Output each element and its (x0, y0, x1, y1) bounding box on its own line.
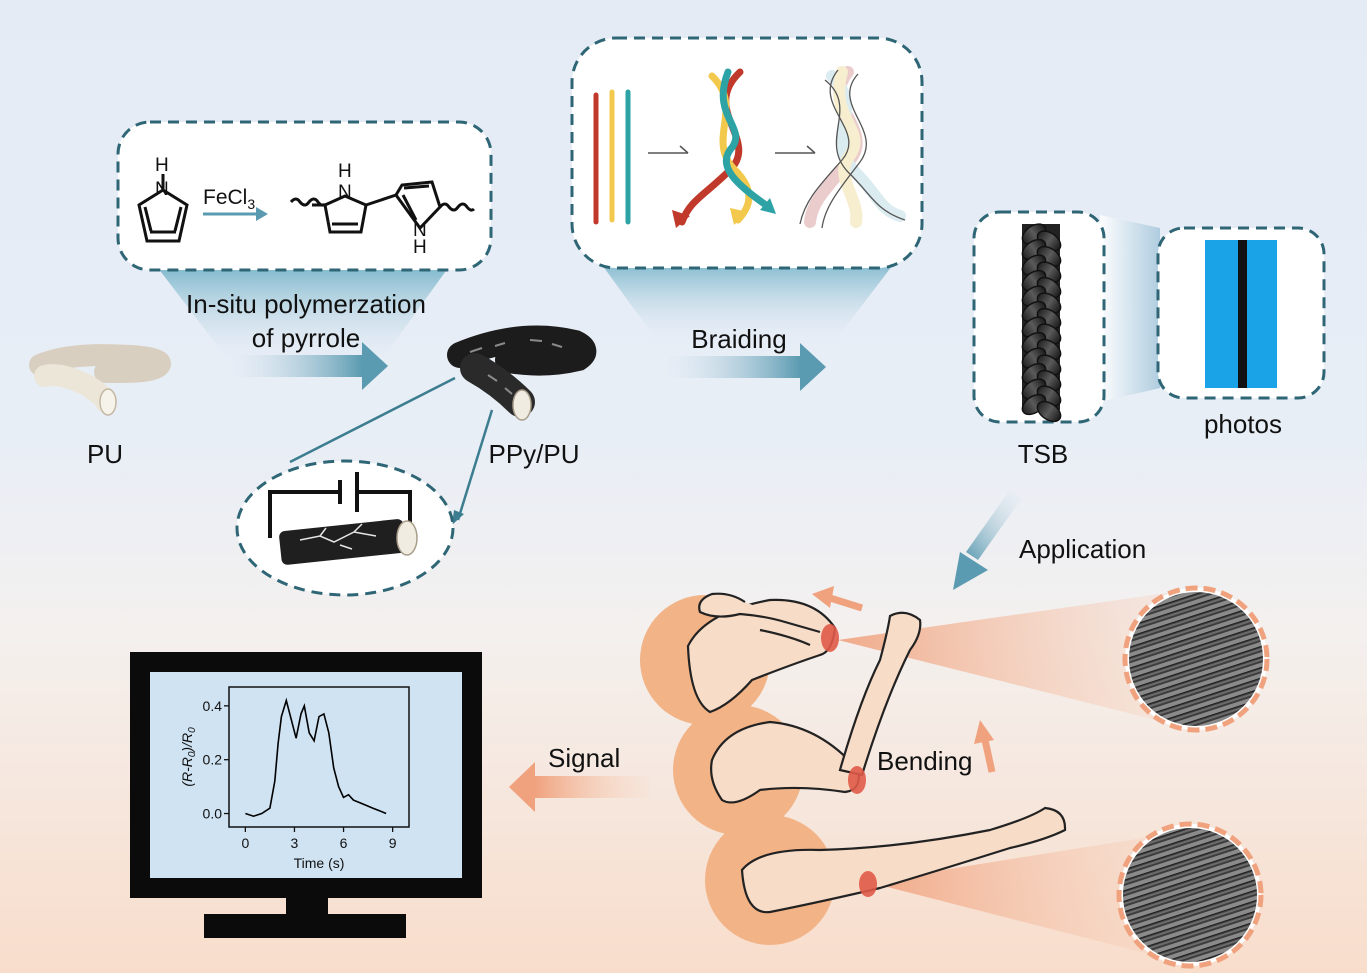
tsb-zoom-beam (1100, 215, 1160, 402)
polymer-h-atom-top: H (338, 161, 352, 182)
braiding-in-progress (672, 68, 776, 228)
chart-series-line (245, 697, 387, 818)
polypyrrole-structure (289, 180, 476, 234)
application-label: Application (1019, 534, 1147, 564)
sensor-bottom (859, 871, 877, 897)
pyrrole-monomer (137, 174, 189, 243)
chart-y-tick-label: 0.2 (203, 752, 223, 768)
polymer-h-atom-bottom: H (413, 237, 427, 258)
chart-x-tick-label: 0 (241, 835, 249, 851)
chart-plot-area (228, 686, 410, 828)
finished-braid (804, 66, 906, 228)
photos-label: photos (1203, 409, 1283, 439)
monomer-h-atom: H (155, 155, 169, 176)
chart-x-tick-label: 9 (389, 835, 397, 851)
ppy-pu-fiber (447, 325, 597, 421)
monomer-n-atom: N (155, 179, 169, 200)
application-arrow (953, 490, 1022, 590)
zoom-lines-circuit (289, 376, 494, 521)
chart-y-axis-label: (R-R0)/R0 (179, 727, 198, 787)
tsb-braid (1021, 223, 1062, 423)
arm-straight (740, 806, 1067, 914)
monitor (130, 652, 482, 938)
sem-zoom-beam-upper (838, 590, 1188, 728)
braiding-arrow (668, 343, 826, 391)
circuit-fiber (279, 519, 418, 565)
polymerization-arrow (232, 342, 388, 390)
chart-y-tick-label: 0.4 (203, 698, 223, 714)
signal-arrow (509, 762, 650, 812)
sensor-top (821, 624, 839, 652)
polymerization-beam (158, 268, 448, 365)
braiding-step-arrow-2-tip (806, 145, 816, 154)
zoom-line-arrowhead (452, 510, 464, 525)
polymerization-box (116, 120, 493, 272)
chart-y-tick-label: 0.0 (203, 806, 223, 822)
circuit-diagram (268, 472, 412, 538)
tsb-label: TSB (1017, 439, 1069, 469)
polymer-n-atom-top: N (338, 182, 352, 203)
finished-braid-outline (799, 69, 906, 229)
braiding-label: Braiding (691, 324, 787, 354)
bending-label: Bending (877, 746, 973, 776)
braid-link (1036, 400, 1062, 423)
arm-half-bent (710, 611, 922, 804)
sem-zoom-beam-lower (868, 832, 1180, 962)
arm-fully-bent (686, 592, 837, 714)
chart-x-axis-label: Time (s) (294, 855, 345, 871)
braiding-box (570, 36, 924, 270)
motion-arrow-upper (812, 586, 864, 612)
pu-fiber (29, 344, 172, 416)
pu-label: PU (86, 439, 124, 469)
reaction-arrow (203, 207, 268, 221)
motion-arrow-bending (974, 720, 996, 773)
polymer-n-atom-bottom: N (413, 220, 427, 241)
reagent-label: FeCl3 (203, 186, 255, 212)
braiding-step-arrow-1-tip (679, 145, 689, 154)
signal-label: Signal (548, 743, 621, 773)
sem-image-upper (1122, 585, 1270, 733)
polymerization-label-line2: of pyrrole (251, 323, 361, 353)
polymerization-label-line1: In-situ polymerzation (186, 289, 426, 319)
sensor-middle (848, 766, 866, 794)
ppy-pu-label: PPy/PU (488, 439, 580, 469)
chart-x-tick-label: 6 (340, 835, 348, 851)
braiding-beam (600, 262, 895, 345)
sem-image-lower (1116, 821, 1264, 969)
chart-x-tick-label: 3 (291, 835, 299, 851)
parallel-fibers (593, 89, 631, 225)
signal-chart: 0 3 6 9 0.0 0.2 0.4 Time (s) (R-R0)/R0 (179, 686, 410, 871)
photo-rope (1238, 240, 1247, 388)
